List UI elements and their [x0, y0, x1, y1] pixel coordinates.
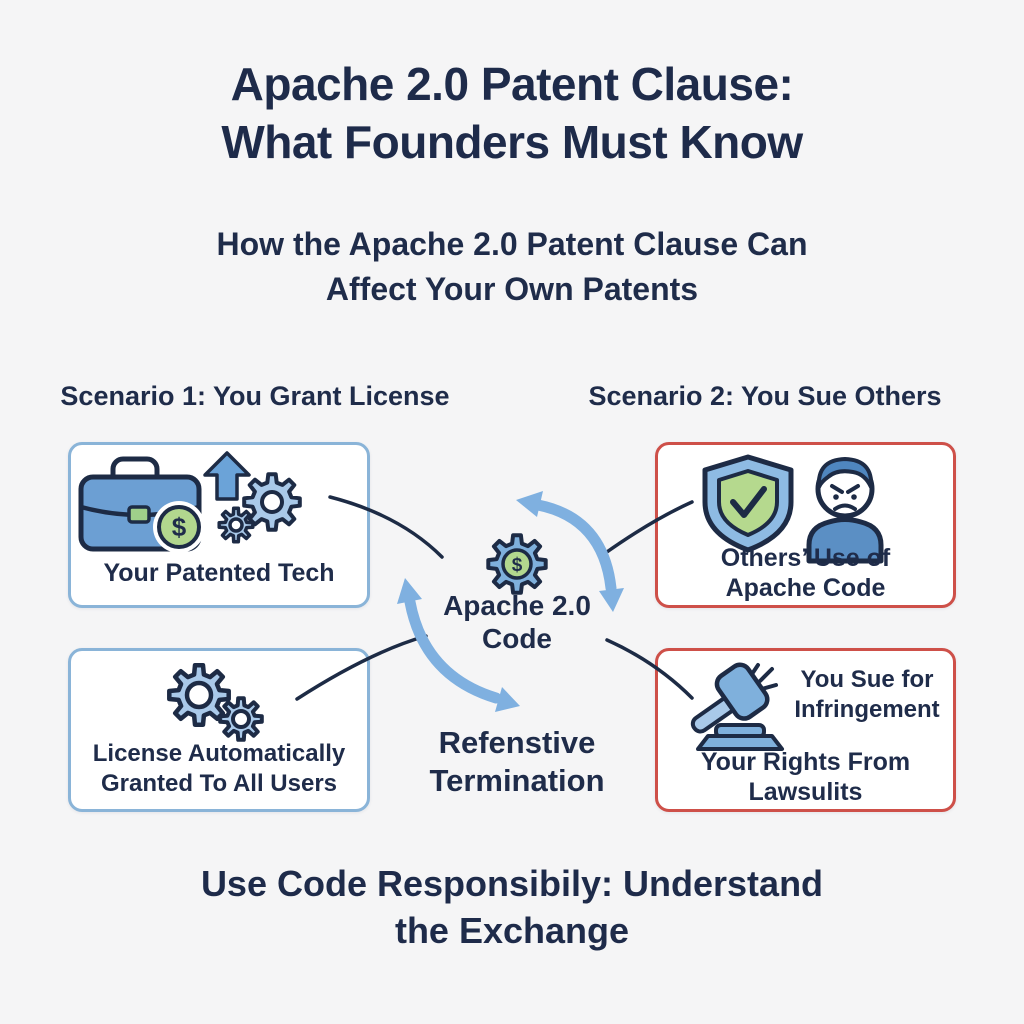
apache-code-label: Apache 2.0 Code: [443, 590, 591, 654]
page-title: Apache 2.0 Patent Clause: What Founders …: [0, 55, 1024, 171]
box-label: License Automatically Granted To All Use…: [92, 740, 346, 797]
scenario1-header: Scenario 1: You Grant License: [60, 381, 450, 411]
termination-label: Refenstive Termination: [429, 725, 605, 798]
up-arrow-icon: [203, 451, 251, 501]
shield-check-icon: [702, 454, 794, 553]
box-your-patented-tech: $ Your Patented Tech: [68, 442, 370, 608]
license-icons: [167, 663, 264, 742]
page-subtitle-line2: Affect Your Own Patents: [325, 271, 699, 307]
page-subtitle: How the Apache 2.0 Patent Clause Can Aff…: [0, 222, 1024, 312]
dollar-glyph: $: [172, 512, 187, 542]
briefcase-dollar-icon: $: [78, 456, 205, 553]
gears-icon: [217, 472, 302, 544]
angry-user-icon: [806, 457, 884, 564]
dollar-glyph: $: [512, 555, 523, 576]
scenario2-header: Scenario 2: You Sue Others: [588, 381, 942, 411]
box-label: Others’ Use of Apache Code: [720, 544, 891, 602]
page-subtitle-line1: How the Apache 2.0 Patent Clause Can: [216, 226, 808, 262]
page-title-line2: What Founders Must Know: [221, 116, 803, 168]
box-label: Your Patented Tech: [103, 559, 335, 587]
page-title-line1: Apache 2.0 Patent Clause:: [230, 58, 794, 110]
others-use-icons: [702, 454, 884, 564]
gears-icon: [167, 663, 264, 742]
box-label: Your Rights From Lawsulits: [700, 748, 911, 806]
footer-message: Use Code Responsibily: Understand the Ex…: [200, 863, 824, 951]
box-side-label: You Sue for Infringement: [794, 666, 940, 723]
box-license-granted: License Automatically Granted To All Use…: [68, 648, 370, 812]
gavel-icon: [690, 662, 784, 751]
patented-tech-icons: $: [78, 451, 302, 553]
box-others-use: Others’ Use of Apache Code: [655, 442, 956, 608]
box-you-sue: You Sue for Infringement Your Rights Fro…: [655, 648, 956, 812]
